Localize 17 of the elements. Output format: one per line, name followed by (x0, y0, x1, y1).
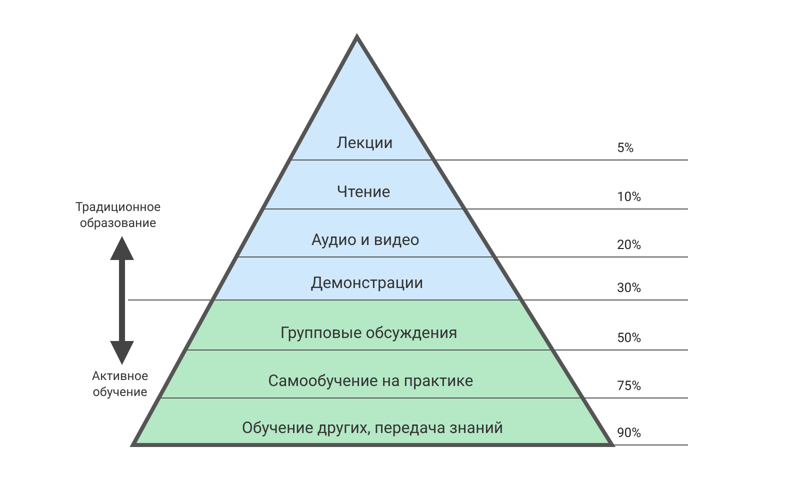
band-label: Обучение других, передача знаний (242, 418, 504, 437)
band-label: Чтение (336, 182, 390, 201)
percentage-label: 50% (617, 331, 642, 346)
band-label: Групповые обсуждения (280, 323, 458, 342)
band-label: Аудио и видео (311, 230, 420, 249)
percentage-label: 5% (617, 141, 634, 156)
side-label: Традиционное образование (62, 200, 174, 232)
percentage-label: 20% (617, 238, 642, 253)
percentage-label: 75% (617, 379, 642, 394)
band-label: Демонстрации (310, 273, 424, 292)
side-label: Активное обучение (76, 369, 164, 401)
band-label: Самообучение на практике (268, 371, 474, 390)
percentage-label: 10% (617, 190, 642, 205)
double-arrow (110, 236, 134, 365)
band-label: Лекции (336, 133, 393, 152)
percentage-label: 90% (617, 426, 642, 441)
percentage-label: 30% (617, 281, 642, 296)
